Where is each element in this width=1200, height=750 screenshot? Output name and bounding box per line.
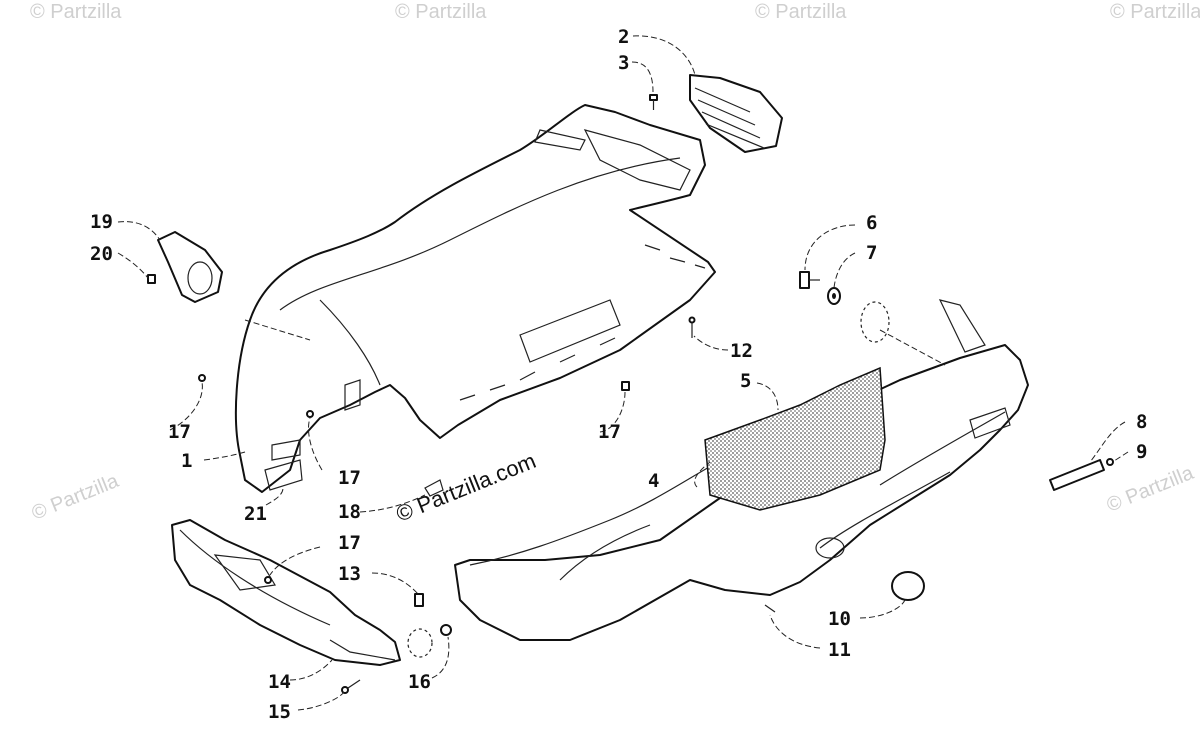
- part-11-screw: [764, 604, 776, 613]
- callout-12: 12: [730, 340, 753, 362]
- part-19-boot: [157, 231, 223, 303]
- part-18-clip: [424, 479, 444, 497]
- callout-2: 2: [618, 26, 629, 48]
- callout-8: 8: [1136, 411, 1147, 433]
- callout-7: 7: [866, 242, 877, 264]
- part-15-screw: [341, 679, 361, 694]
- callout-17: 17: [338, 467, 361, 489]
- callout-16: 16: [408, 671, 431, 693]
- watermark-text: © Partzilla: [395, 1, 487, 23]
- callout-18: 18: [338, 501, 361, 523]
- callout-11: 11: [828, 639, 851, 661]
- part-16-nut: [407, 624, 452, 658]
- watermark-text: © Partzilla: [30, 1, 122, 23]
- hardware-ghost: [860, 301, 890, 343]
- callout-1: 1: [181, 450, 192, 472]
- part-1-belly-pan: [234, 104, 716, 493]
- part-14-bumper: [171, 519, 401, 666]
- callout-4: 4: [648, 470, 659, 492]
- watermark-text: © Partzilla: [1110, 1, 1200, 23]
- callout-13: 13: [338, 563, 361, 585]
- callout-labels: 2 3 4 5 6 7 8 9 10 11 12 13 14 15 16 17 …: [90, 26, 1147, 723]
- callout-5: 5: [740, 370, 751, 392]
- part-10-cap: [891, 571, 925, 601]
- watermark-text: © Partzilla: [1104, 462, 1198, 517]
- watermark-text: © Partzilla: [29, 470, 123, 525]
- part-7-washer: [827, 287, 841, 305]
- watermark-text: © Partzilla: [755, 1, 847, 23]
- callout-17: 17: [168, 421, 191, 443]
- callout-19: 19: [90, 211, 113, 233]
- callout-20: 20: [90, 243, 113, 265]
- callout-17: 17: [338, 532, 361, 554]
- callout-6: 6: [866, 212, 877, 234]
- callout-9: 9: [1136, 441, 1147, 463]
- callout-3: 3: [618, 52, 629, 74]
- callout-14: 14: [268, 671, 291, 693]
- leader-lines: [117, 35, 1129, 711]
- part-8-reflector: [1049, 459, 1105, 491]
- part-9-screw: [1106, 458, 1114, 466]
- callout-17: 17: [598, 421, 621, 443]
- callout-10: 10: [828, 608, 851, 630]
- part-21-grille: [264, 459, 303, 491]
- part-2-vent: [689, 74, 783, 153]
- part-20-screw: [147, 274, 156, 284]
- part-3-screw: [649, 94, 658, 110]
- part-12-pin: [688, 316, 696, 338]
- callout-15: 15: [268, 701, 291, 723]
- part-6-bolt: [799, 271, 820, 289]
- part-17-screws: [198, 374, 630, 584]
- callout-21: 21: [244, 503, 267, 525]
- brand-watermark: © Partzilla.com: [393, 448, 540, 527]
- part-13-rivet: [414, 593, 424, 607]
- part-5-insulation: [704, 366, 886, 511]
